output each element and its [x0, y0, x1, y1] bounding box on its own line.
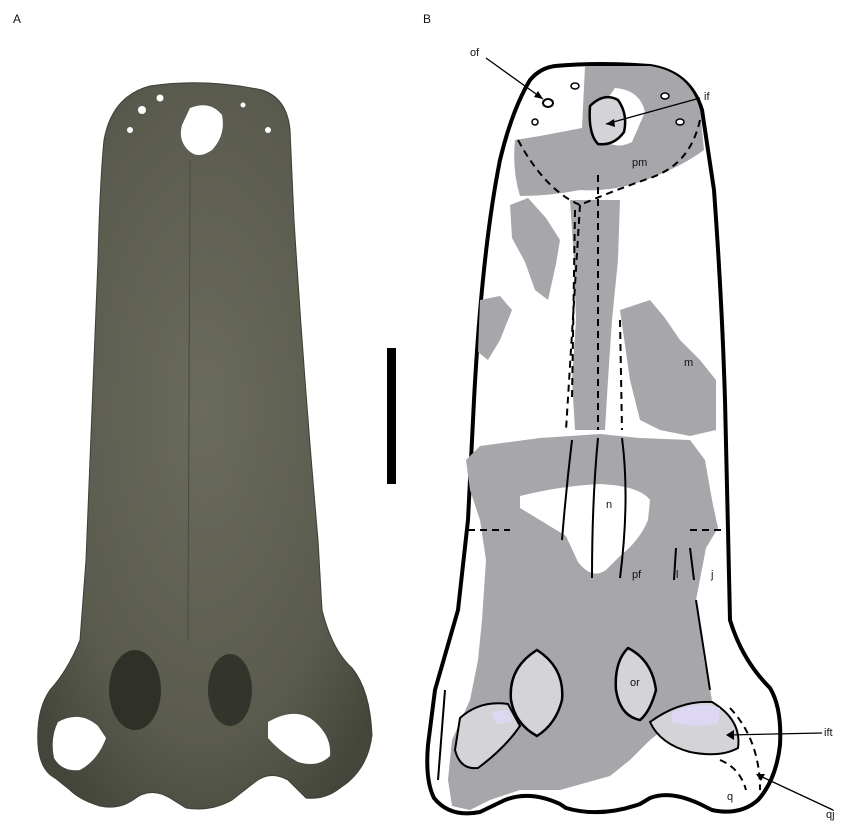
scale-bar	[387, 348, 396, 484]
fossil-skull	[38, 83, 372, 809]
fossil-orbit-left	[109, 650, 161, 730]
fossil-foramen	[265, 127, 271, 133]
premaxillary-foramen	[676, 119, 684, 125]
label-if: if	[704, 91, 710, 103]
label-pm: pm	[632, 157, 647, 169]
label-n: n	[606, 499, 612, 511]
fossil-orbit-right	[208, 654, 252, 726]
premaxillary-foramen	[571, 83, 579, 89]
premaxillary-foramen	[543, 99, 553, 107]
label-m: m	[684, 357, 693, 369]
fossil-foramen	[127, 127, 133, 133]
fossil-foramen	[138, 106, 146, 114]
premaxillary-foramen	[661, 93, 669, 99]
fossil-photo	[38, 83, 372, 809]
fossil-foramen	[157, 95, 164, 102]
fossil-foramen	[241, 103, 246, 108]
label-pf: pf	[632, 569, 642, 581]
label-of: of	[470, 47, 480, 59]
label-or: or	[630, 677, 640, 689]
label-qj: qj	[826, 809, 835, 821]
premaxillary-foramen	[532, 119, 538, 125]
label-ift: ift	[824, 727, 833, 739]
qj-leader	[758, 775, 833, 810]
label-j: j	[710, 569, 713, 581]
label-l: l	[676, 569, 678, 581]
interpretive-drawing	[427, 58, 833, 813]
label-q: q	[727, 791, 733, 803]
